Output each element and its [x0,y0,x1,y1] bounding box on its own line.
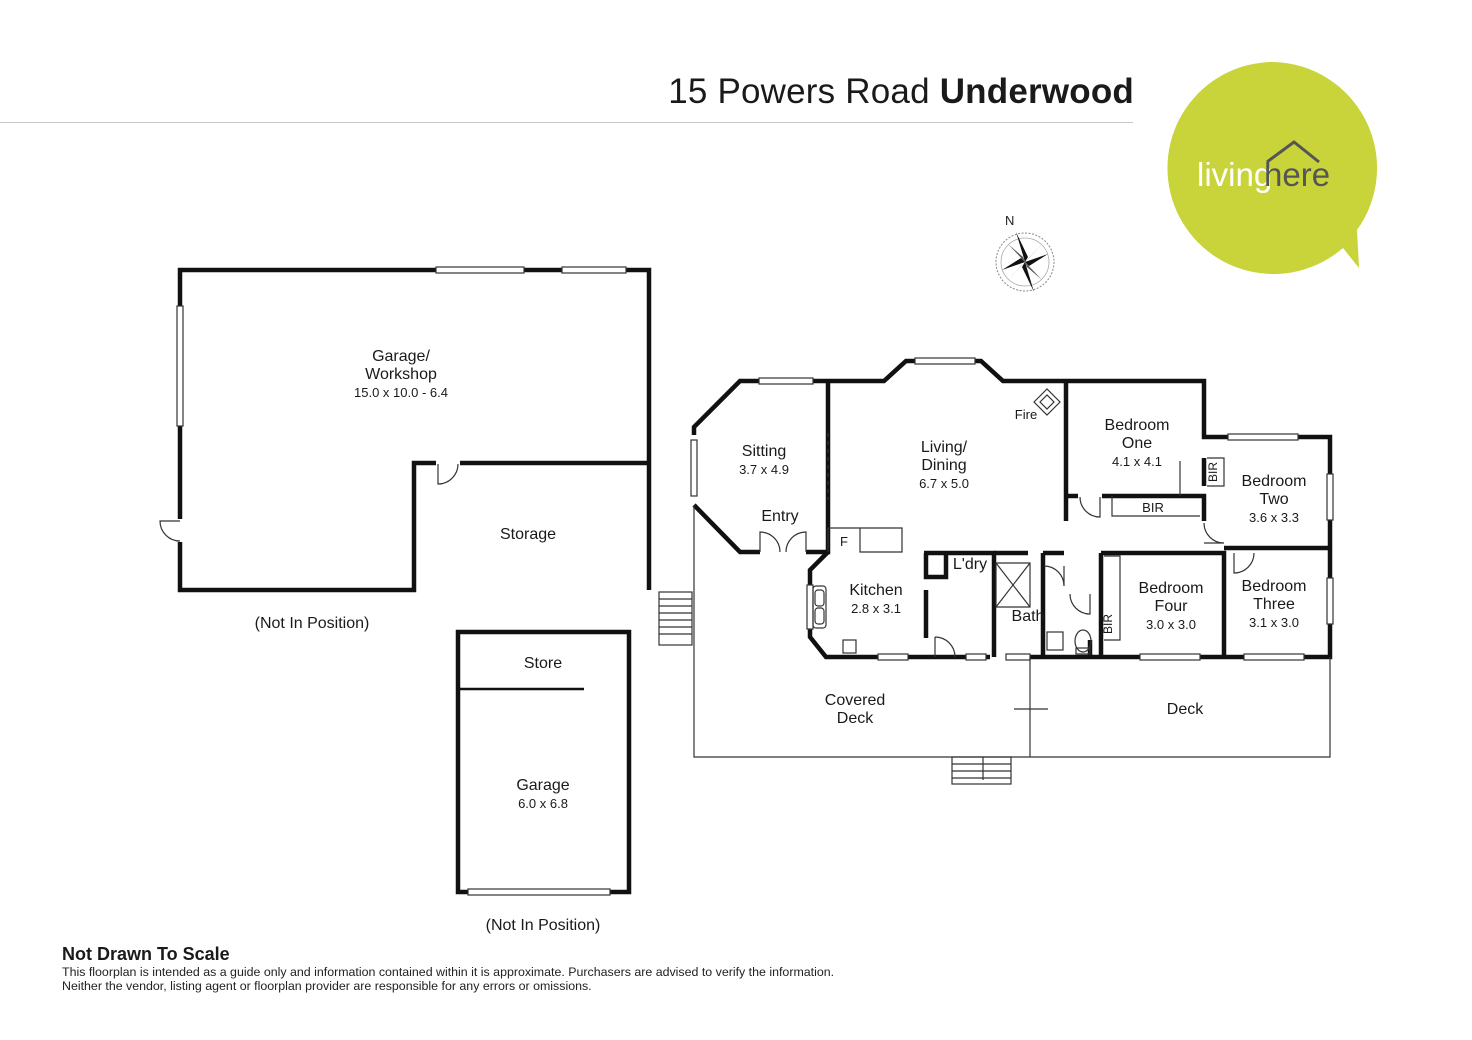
label-deck: Deck [1166,701,1204,718]
label-not-in-position-2: (Not In Position) [485,917,601,934]
dims-garage: 6.0 x 6.8 [518,796,568,811]
label-storage: Storage [499,526,557,543]
label-not-in-position-1: (Not In Position) [254,615,370,632]
disclaimer-title: Not Drawn To Scale [62,944,230,964]
label-bir-3: BIR [1101,613,1116,635]
label-living-dining: Living/ Dining 6.7 x 5.0 [919,439,969,491]
suburb-text: Underwood [939,72,1134,111]
label-bath: Bath [1011,608,1045,625]
compass-rose-icon: N [995,213,1055,292]
label-kitchen: Kitchen 2.8 x 3.1 [849,582,903,616]
disclaimer-body: This floorplan is intended as a guide on… [62,965,835,993]
compass-north-label: N [1005,213,1014,228]
dims-kitchen: 2.8 x 3.1 [851,601,901,616]
title-divider [0,122,1133,123]
dims-garage-workshop: 15.0 x 10.0 - 6.4 [354,385,448,400]
logo-text-here: here [1264,156,1330,193]
brand-logo: living here [1167,62,1378,274]
dims-bedroom-three: 3.1 x 3.0 [1249,615,1299,630]
label-sitting: Sitting 3.7 x 4.9 [739,443,789,477]
label-garage: Garage 6.0 x 6.8 [516,777,570,811]
label-bedroom-four: Bedroom Four 3.0 x 3.0 [1138,580,1204,632]
garage-workshop-walls-lower [177,460,436,593]
label-bedroom-two: Bedroom Two 3.6 x 3.3 [1241,473,1307,525]
label-garage-workshop: Garage/ Workshop 15.0 x 10.0 - 6.4 [354,348,448,400]
deck-outline [693,505,1331,758]
page-title: 15 Powers Road Underwood [560,72,1134,112]
dims-bedroom-one: 4.1 x 4.1 [1112,454,1162,469]
logo-text-living: living [1197,156,1272,193]
dims-bedroom-two: 3.6 x 3.3 [1249,510,1299,525]
label-bir-2: BIR [1206,461,1221,483]
label-bir-1: BIR [1142,500,1164,515]
label-fridge: F [840,534,848,549]
dims-sitting: 3.7 x 4.9 [739,462,789,477]
dims-living-dining: 6.7 x 5.0 [919,476,969,491]
label-store: Store [523,655,563,672]
label-entry: Entry [761,508,799,525]
dims-bedroom-four: 3.0 x 3.0 [1146,617,1196,632]
label-covered-deck: Covered Deck [824,692,886,727]
label-fire: Fire [1014,407,1038,422]
label-bedroom-one: Bedroom One 4.1 x 4.1 [1104,417,1170,469]
label-bedroom-three: Bedroom Three 3.1 x 3.0 [1241,578,1307,630]
house-walls [691,358,1333,660]
label-laundry: L'dry [952,556,988,573]
address-text: 15 Powers Road [668,72,930,111]
